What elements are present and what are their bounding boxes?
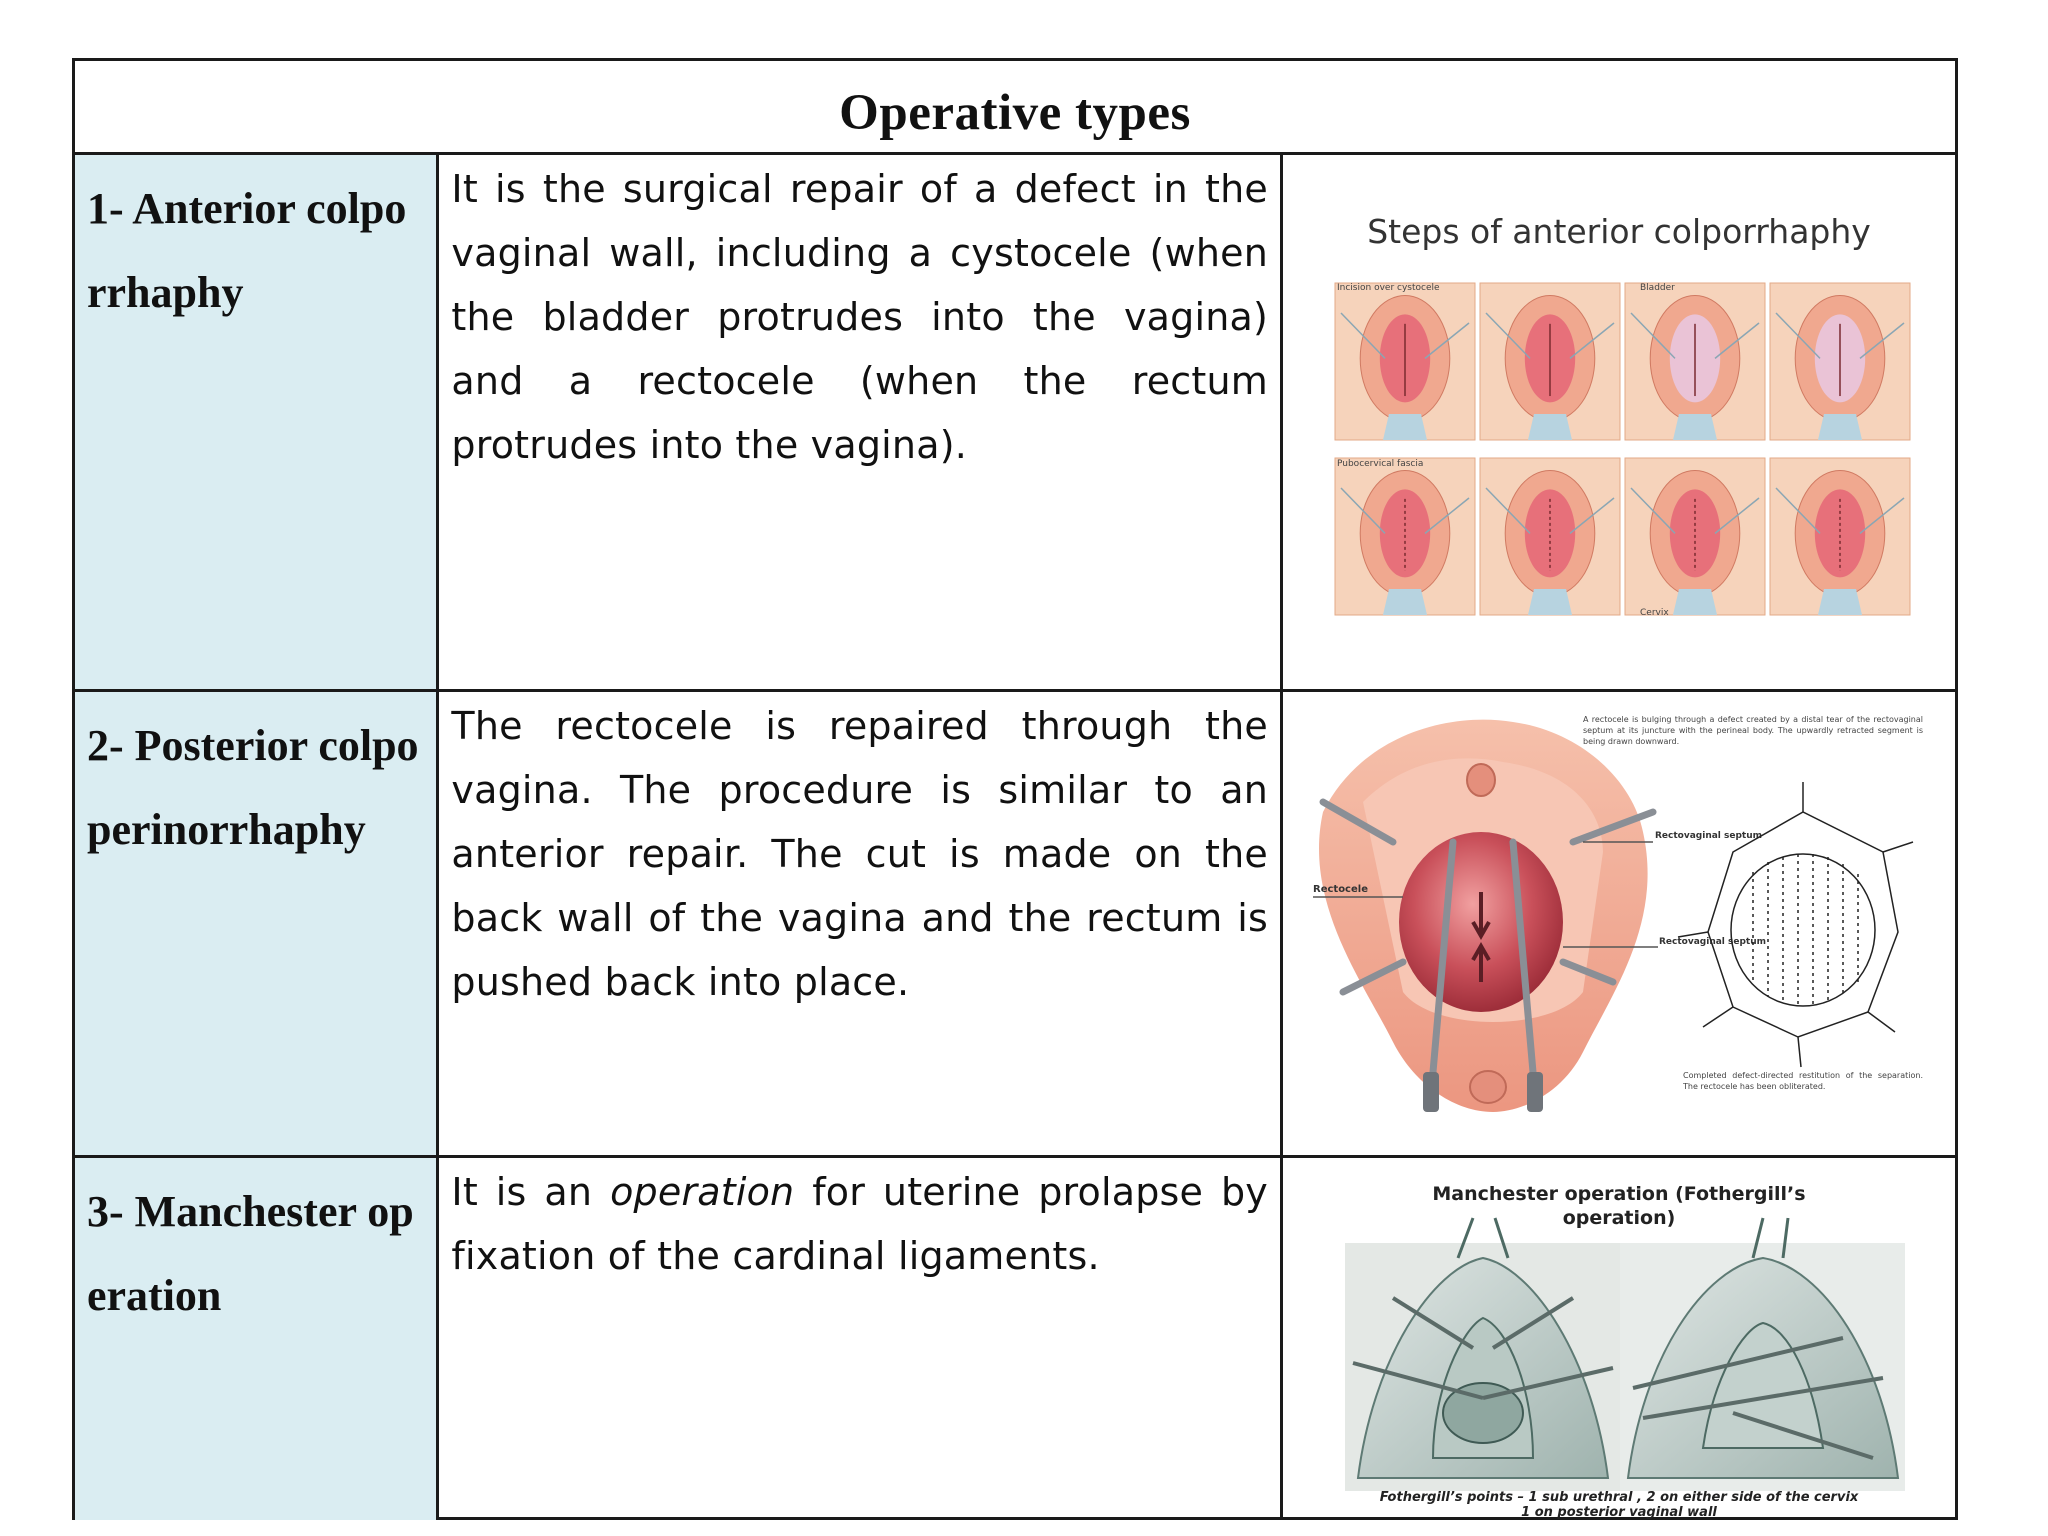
panel-right-drawing [1626,1217,1900,1479]
step-panel [1479,282,1621,441]
step-panel [1624,457,1766,616]
retractors [1319,798,1657,1076]
operation-name: 2- Posterior colpoperinorrhaphy [87,721,419,854]
operation-description: It is the surgical repair of a defect in… [451,167,1268,467]
step-panel [1769,282,1911,441]
operation-description: It is an operation for uterine prolapse … [451,1170,1268,1278]
arrow-up-icon [1471,941,1491,982]
operation-name: 3- Manchester operation [87,1187,414,1320]
table-title-row: Operative types [75,61,1955,155]
figure-title: Steps of anterior colporrhaphy [1367,212,1871,251]
operation-description-cell: It is an operation for uterine prolapse … [439,1158,1283,1520]
figure-caption: Fothergill’s points – 1 sub urethral , 2… [1380,1490,1859,1505]
step-panel [1769,457,1911,616]
steps-grid [1334,282,1911,616]
line-drawing [1677,782,1914,1068]
retractor-handles [1423,1072,1543,1112]
panel-left-drawing [1352,1217,1614,1479]
figure-label: Incision over cystocele [1337,283,1440,293]
figure-cell: Steps of anterior colporrhaphy Incision … [1283,155,1955,689]
step-panel [1479,457,1621,616]
anus-shape [1469,1070,1507,1104]
operation-description: The rectocele is repaired through the va… [451,704,1268,1004]
manchester-operation-illustration: Manchester operation (Fothergill’s opera… [1345,1183,1905,1520]
operation-name-cell: 3- Manchester operation [75,1158,440,1520]
arrow-down-icon [1471,892,1491,941]
operation-description-cell: It is the surgical repair of a defect in… [439,155,1283,689]
figure-caption: 1 on posterior vaginal wall [1521,1505,1717,1520]
step-panel [1334,282,1476,441]
table-row: 2- Posterior colpoperinorrhaphy The rect… [75,689,1955,1155]
operation-name-cell: 1- Anterior colporrhaphy [75,155,440,689]
figure-label: Bladder [1640,283,1675,293]
figure-cell: Manchester operation (Fothergill’s opera… [1283,1158,1955,1520]
figure-label: Pubocervical fascia [1337,459,1423,469]
figure-cell: Rectocele Rectovaginal septum Rectovagin… [1283,692,1955,1155]
emphasized-word: operation [610,1170,795,1214]
figure-label: Cervix [1640,608,1669,618]
operation-description-cell: The rectocele is repaired through the va… [439,692,1283,1155]
operative-types-table: Operative types 1- Anterior colporrhaphy… [72,58,1958,1520]
figure-caption-top: A rectocele is bulging through a defect … [1583,715,1923,746]
figure-title: operation) [1563,1207,1676,1229]
step-panel [1624,282,1766,441]
figure-label: Rectocele [1313,884,1368,895]
table-row: 1- Anterior colporrhaphy It is the surgi… [75,155,1955,689]
figure-label: Rectovaginal septum [1655,831,1762,841]
anterior-colporrhaphy-illustration: Steps of anterior colporrhaphy Incision … [1334,212,1911,618]
operation-name-cell: 2- Posterior colpoperinorrhaphy [75,692,440,1155]
table-row: 3- Manchester operation It is an operati… [75,1155,1955,1520]
step-panel [1334,457,1476,616]
figure-label: Rectovaginal septum [1659,937,1766,947]
urethra-shape [1466,763,1496,797]
figure-title: Manchester operation (Fothergill’s [1432,1183,1805,1205]
posterior-repair-illustration: Rectocele Rectovaginal septum Rectovagin… [1313,715,1923,1112]
table-title: Operative types [839,84,1191,141]
figure-caption-bottom: Completed defect-directed restitution of… [1683,1071,1923,1091]
operation-name: 1- Anterior colporrhaphy [87,184,407,317]
